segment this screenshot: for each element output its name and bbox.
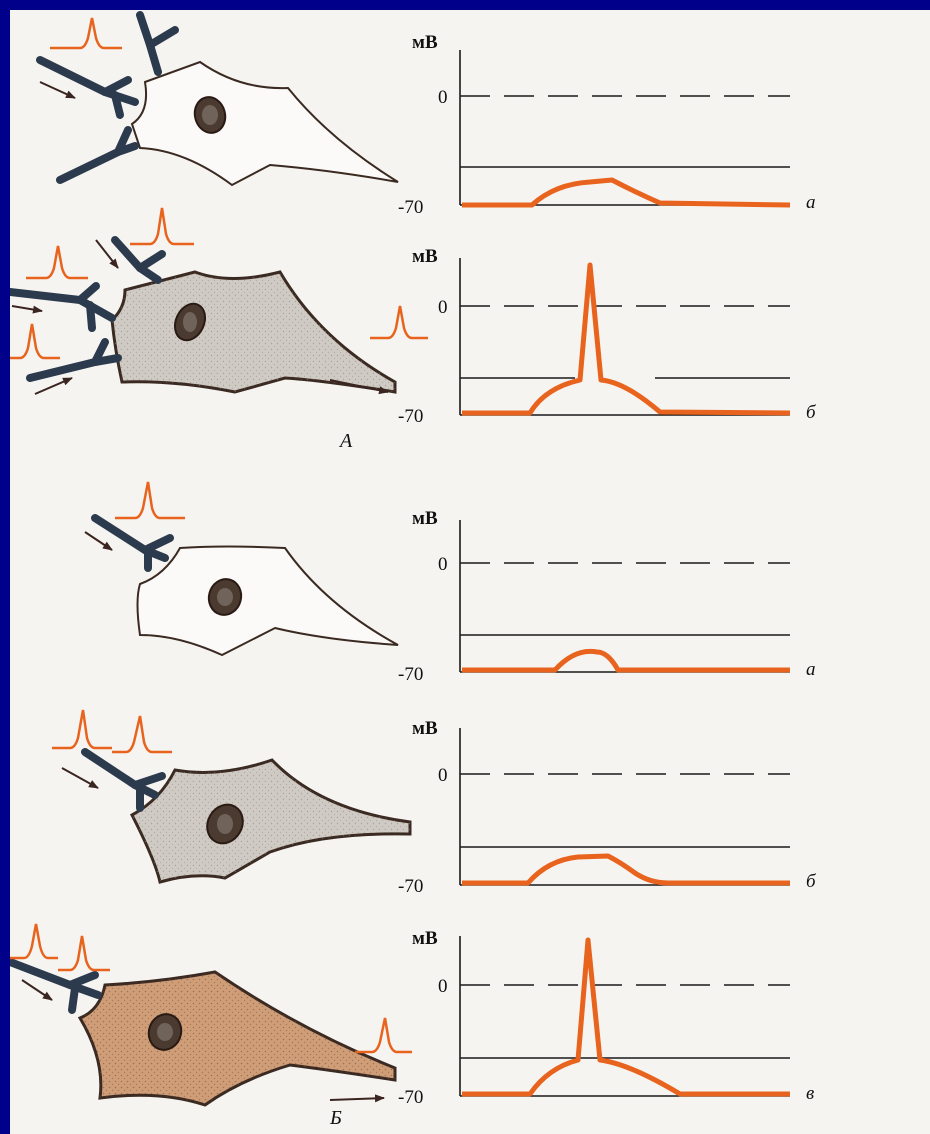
trace-label: в [806, 1083, 814, 1104]
potential-trace [462, 180, 790, 205]
synaptic-terminal [10, 962, 98, 1010]
zero-label: 0 [438, 765, 448, 786]
potential-trace [462, 940, 790, 1094]
arrow-icon [85, 532, 112, 550]
trace-label: б [806, 871, 817, 892]
synaptic-terminal [85, 752, 162, 808]
potential-graph-5: мВ 0 -70 в [398, 928, 814, 1108]
neuron-a-subthreshold [132, 62, 398, 185]
arrow-icon [62, 768, 98, 788]
axis-unit-label: мВ [412, 246, 438, 267]
trace-label: б [806, 402, 817, 423]
axis-unit-label: мВ [412, 928, 438, 949]
axis-unit-label: мВ [412, 32, 438, 53]
rest-label: -70 [398, 876, 423, 897]
axis-unit-label: мВ [412, 718, 438, 739]
zero-label: 0 [438, 554, 448, 575]
synaptic-terminal [95, 518, 170, 568]
panel-letter-b: Б [329, 1107, 342, 1129]
cell-body [138, 547, 399, 656]
rest-label: -70 [398, 406, 423, 427]
trace-label: а [806, 192, 816, 213]
axis-unit-label: мВ [412, 508, 438, 529]
zero-label: 0 [438, 976, 448, 997]
potential-graph-1: мВ 0 -70 а [398, 32, 816, 218]
neuron-b-sensitized [80, 972, 395, 1105]
potential-trace [462, 856, 790, 883]
cell-body [132, 62, 398, 185]
panel-letter-a: А [338, 430, 353, 452]
rest-label: -70 [398, 664, 423, 685]
neuron-b-weak [138, 547, 399, 656]
trace-label: а [806, 659, 816, 680]
arrow-icon [40, 82, 75, 98]
potential-trace [462, 265, 790, 413]
potential-graph-2: мВ 0 -70 б [398, 246, 817, 427]
zero-label: 0 [438, 297, 448, 318]
potential-graph-4: мВ 0 -70 б [398, 718, 817, 897]
neuron-a-threshold [112, 272, 395, 392]
zero-label: 0 [438, 87, 448, 108]
potential-graph-3: мВ 0 -70 а [398, 508, 816, 685]
figure-page: А [10, 10, 930, 1134]
rest-label: -70 [398, 1087, 423, 1108]
action-potential-icon [50, 18, 122, 48]
action-potential-icon [52, 710, 172, 752]
figure-canvas: А [10, 10, 930, 1134]
potential-trace [462, 651, 790, 670]
action-potential-icon [115, 482, 185, 518]
rest-label: -70 [398, 197, 423, 218]
neuron-b-summation [132, 760, 410, 882]
